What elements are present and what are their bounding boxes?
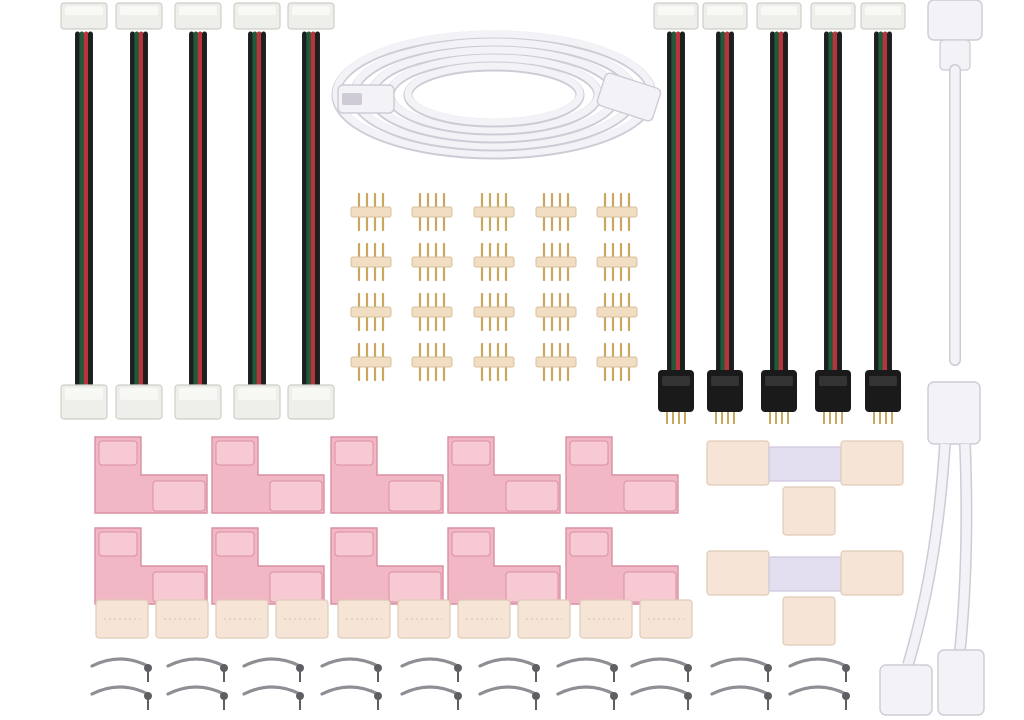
pin-connector (535, 342, 577, 382)
clip-jumper-3 (174, 2, 222, 420)
straight-connectors-group (95, 599, 693, 639)
l-corner-connector (330, 527, 444, 605)
mounting-clip (90, 657, 152, 682)
pin-connector (411, 292, 453, 332)
pin-connector (350, 292, 392, 332)
pin-connector (535, 242, 577, 282)
mounting-clip (400, 685, 462, 710)
l-corner-connector (94, 527, 208, 605)
mounting-clip (320, 657, 382, 682)
pin-connector (596, 242, 638, 282)
clip-jumper-4 (233, 2, 281, 420)
l-corner-connector (211, 527, 325, 605)
clip-jumper-5 (287, 2, 335, 420)
extension-cable-coil (331, 30, 662, 160)
pin-jumper-5 (860, 2, 906, 424)
pin-connector (596, 192, 638, 232)
mounting-clip (478, 685, 540, 710)
pin-connector (473, 342, 515, 382)
y-splitter-cable (879, 0, 985, 716)
mounting-clip (166, 657, 228, 682)
pin-jumper-3 (756, 2, 802, 424)
straight-connector (639, 599, 693, 639)
coil-plug-left (337, 84, 395, 114)
mounting-clip (166, 685, 228, 710)
mounting-clip (242, 657, 304, 682)
l-corner-connector (565, 436, 679, 514)
mounting-clip (400, 657, 462, 682)
straight-connector (517, 599, 571, 639)
pin-connector (411, 342, 453, 382)
mounting-clip (630, 657, 692, 682)
l-corner-connector (211, 436, 325, 514)
t-connectors-group (706, 440, 904, 646)
straight-connector (275, 599, 329, 639)
mounting-clip (320, 685, 382, 710)
pin-connector (411, 242, 453, 282)
pin-jumpers-right-group (653, 2, 906, 424)
clip-jumper-2 (115, 2, 163, 420)
l-corner-connectors-group (94, 436, 679, 605)
straight-connector (155, 599, 209, 639)
l-corner-connector (447, 436, 561, 514)
pin-connector (596, 342, 638, 382)
pin-connector (473, 192, 515, 232)
l-corner-connector (330, 436, 444, 514)
pin-connector (596, 292, 638, 332)
t-connector (706, 550, 904, 646)
pin-connector (535, 292, 577, 332)
mounting-clip (556, 685, 618, 710)
pin-connector (411, 192, 453, 232)
pin-connector (350, 192, 392, 232)
t-connector (706, 440, 904, 536)
pin-jumper-1 (653, 2, 699, 424)
mounting-clip (788, 685, 850, 710)
mounting-clip (242, 685, 304, 710)
straight-connector (457, 599, 511, 639)
straight-connector (95, 599, 149, 639)
clip-jumper-1 (60, 2, 108, 420)
pin-connector (350, 242, 392, 282)
mounting-clip (788, 657, 850, 682)
pin-connector (473, 242, 515, 282)
l-corner-connector (565, 527, 679, 605)
straight-connector (215, 599, 269, 639)
straight-connector (397, 599, 451, 639)
mounting-clip (478, 657, 540, 682)
straight-connector (579, 599, 633, 639)
straight-connector (337, 599, 391, 639)
l-corner-connector (94, 436, 208, 514)
mounting-clip (556, 657, 618, 682)
male-pin-connectors-group (350, 192, 638, 382)
mounting-clip (630, 685, 692, 710)
coil-plug-right (596, 72, 662, 122)
pin-connector (350, 342, 392, 382)
mounting-clip (710, 685, 772, 710)
pin-jumper-4 (810, 2, 856, 424)
clip-jumpers-left-group (60, 2, 335, 420)
mounting-clip (710, 657, 772, 682)
mounting-clips-group (90, 657, 850, 710)
pin-jumper-2 (702, 2, 748, 424)
pin-connector (535, 192, 577, 232)
mounting-clip (90, 685, 152, 710)
pin-connector (473, 292, 515, 332)
l-corner-connector (447, 527, 561, 605)
